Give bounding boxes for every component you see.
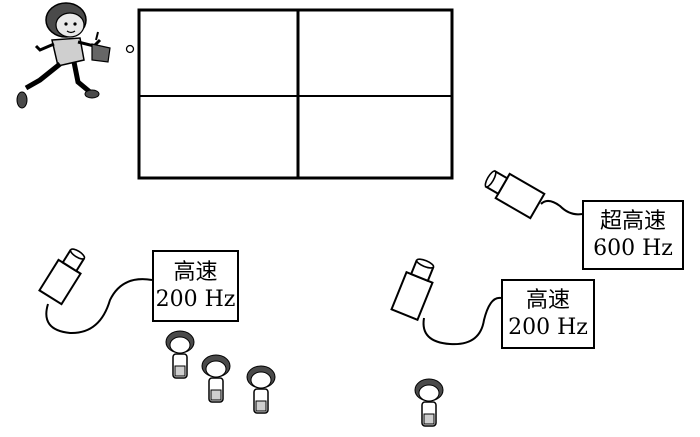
label-frequency-text: 200 Hz bbox=[156, 286, 236, 313]
label-speed-text: 高速 bbox=[526, 287, 570, 314]
label-frequency-text: 600 Hz bbox=[593, 235, 673, 262]
camera-icon-right bbox=[392, 256, 501, 345]
person-icon bbox=[247, 366, 275, 413]
person-icon bbox=[415, 379, 443, 426]
camera-icon-top bbox=[481, 165, 582, 218]
label-speed-text: 超高速 bbox=[600, 208, 666, 235]
person-icon bbox=[166, 331, 194, 378]
label-box-left-camera: 高速 200 Hz bbox=[152, 250, 239, 322]
player-icon bbox=[17, 3, 134, 108]
label-box-top-camera: 超高速 600 Hz bbox=[582, 200, 684, 270]
label-box-right-camera: 高速 200 Hz bbox=[501, 279, 595, 349]
table-outline bbox=[139, 10, 452, 178]
camera-icon-left bbox=[39, 245, 152, 333]
person-icon bbox=[202, 355, 230, 402]
label-frequency-text: 200 Hz bbox=[508, 314, 588, 341]
label-speed-text: 高速 bbox=[173, 259, 217, 286]
